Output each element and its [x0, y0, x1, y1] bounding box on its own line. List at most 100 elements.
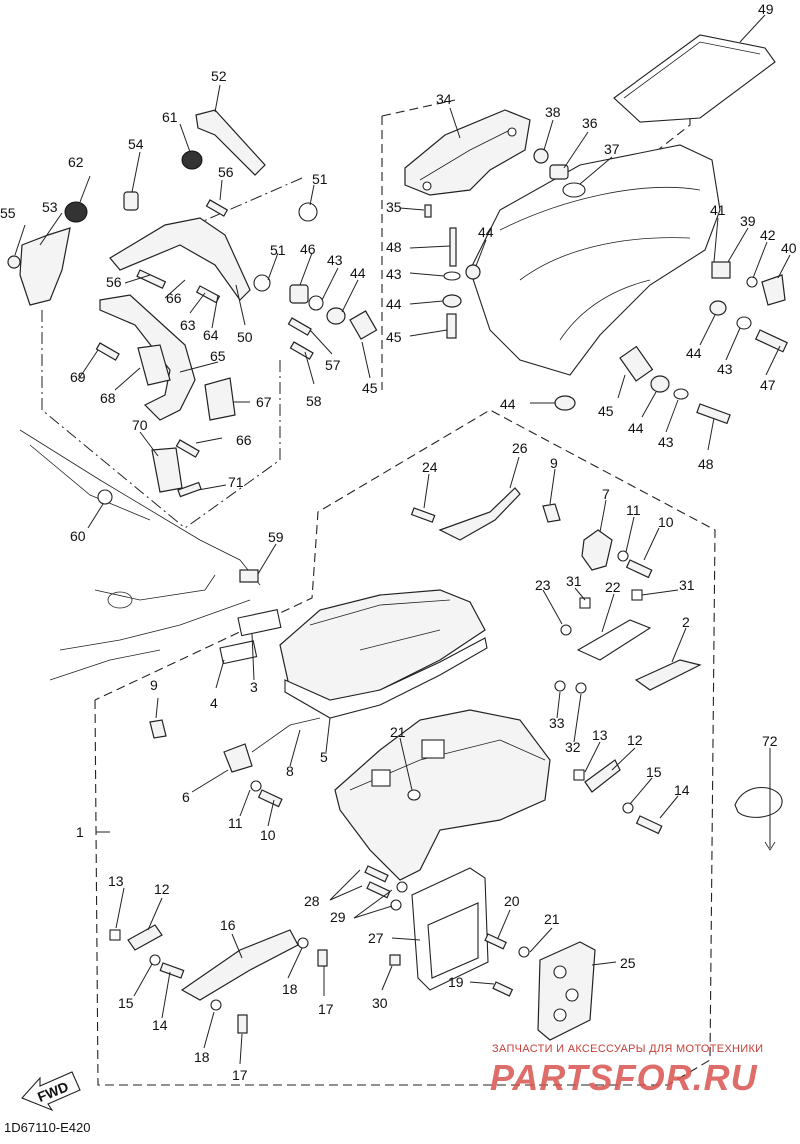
callout-18a: 18: [282, 981, 298, 997]
callout-66b: 66: [236, 432, 252, 448]
callout-64: 64: [203, 327, 219, 343]
callout-16: 16: [220, 917, 236, 933]
callout-32: 32: [565, 739, 581, 755]
mounting-hardware-right: [424, 148, 788, 425]
callout-45a: 45: [386, 329, 402, 345]
callout-45b: 45: [362, 380, 378, 396]
callout-11a: 11: [626, 502, 641, 518]
callout-71: 71: [228, 474, 244, 490]
callout-57: 57: [325, 357, 341, 373]
watermark-logo: PARTSFOR.RU: [490, 1057, 758, 1098]
callout-43a: 43: [327, 252, 343, 268]
callout-14a: 14: [674, 782, 690, 798]
callout-34: 34: [436, 91, 452, 107]
callout-18b: 18: [194, 1049, 210, 1065]
callout-55: 55: [0, 205, 16, 221]
saddlebag-lid: [219, 589, 488, 719]
callout-53: 53: [42, 199, 58, 215]
callout-44a: 44: [478, 224, 494, 240]
callout-46: 46: [300, 241, 316, 257]
callout-52: 52: [211, 68, 227, 84]
callout-69: 69: [70, 369, 86, 385]
part-49-pad: [613, 34, 776, 123]
left-mounting-brackets: [7, 109, 378, 498]
diagram-code: 1D67110-E420: [4, 1120, 91, 1135]
callout-51b: 51: [270, 242, 286, 258]
callout-44b: 44: [350, 265, 366, 281]
callout-12a: 12: [627, 732, 643, 748]
callout-58: 58: [306, 393, 322, 409]
callout-65: 65: [210, 348, 226, 364]
fwd-arrow: FWD: [21, 1071, 81, 1112]
callout-14b: 14: [152, 1017, 168, 1033]
callout-44f: 44: [628, 420, 644, 436]
callout-66a: 66: [166, 290, 182, 306]
callout-3: 3: [250, 679, 258, 695]
callout-54: 54: [128, 136, 144, 152]
callout-36: 36: [582, 115, 598, 131]
callout-44d: 44: [686, 345, 702, 361]
callout-51a: 51: [312, 171, 328, 187]
callout-35: 35: [386, 199, 402, 215]
callout-31b: 31: [679, 577, 695, 593]
callout-28: 28: [304, 893, 320, 909]
callout-39: 39: [740, 213, 756, 229]
callout-17b: 17: [232, 1067, 248, 1083]
callout-37: 37: [604, 141, 620, 157]
callout-43d: 43: [658, 434, 674, 450]
frame-phantom-outline: [19, 429, 261, 681]
callout-38: 38: [545, 104, 561, 120]
latch-hardware: [109, 487, 702, 1034]
callout-59: 59: [268, 529, 284, 545]
callout-12b: 12: [154, 881, 170, 897]
callout-5: 5: [320, 749, 328, 765]
callout-19: 19: [448, 974, 464, 990]
callout-48b: 48: [698, 456, 714, 472]
callout-33: 33: [549, 715, 565, 731]
callout-47: 47: [760, 377, 776, 393]
callout-21a: 21: [390, 724, 406, 740]
callout-68: 68: [100, 390, 116, 406]
callout-8: 8: [286, 763, 294, 779]
callout-50: 50: [237, 329, 253, 345]
watermark-subtitle: ЗАПЧАСТИ И АКСЕССУАРЫ ДЛЯ МОТОТЕХНИКИ: [492, 1043, 764, 1055]
callout-9a: 9: [550, 455, 558, 471]
callout-6: 6: [182, 789, 190, 805]
callout-60: 60: [70, 528, 86, 544]
callout-22: 22: [605, 579, 621, 595]
callout-13a: 13: [592, 727, 608, 743]
inner-panel-assembly: [364, 865, 596, 1041]
saddlebag-body-outline: [469, 144, 721, 376]
callout-56b: 56: [106, 274, 122, 290]
callout-70: 70: [132, 417, 148, 433]
callout-1: 1: [76, 824, 84, 840]
part-34-bracket: [404, 109, 531, 196]
callout-4: 4: [210, 695, 218, 711]
callout-45c: 45: [598, 403, 614, 419]
callout-labels: 49 52 34 61 38 36 54 37 62 56 51 55 53 3…: [0, 1, 797, 1083]
callout-23: 23: [535, 577, 551, 593]
callout-49: 49: [758, 1, 774, 17]
saddlebag-case: [334, 709, 551, 881]
callout-62: 62: [68, 154, 84, 170]
callout-42: 42: [760, 227, 776, 243]
callout-43b: 43: [386, 266, 402, 282]
callout-13b: 13: [108, 873, 124, 889]
callout-43c: 43: [717, 361, 733, 377]
callout-11b: 11: [228, 815, 243, 831]
callout-30: 30: [372, 995, 388, 1011]
callout-72: 72: [762, 733, 778, 749]
callout-48a: 48: [386, 239, 402, 255]
callout-56a: 56: [218, 164, 234, 180]
callout-44c: 44: [386, 296, 402, 312]
callout-27: 27: [368, 930, 384, 946]
callout-26: 26: [512, 440, 528, 456]
callout-20: 20: [504, 893, 520, 909]
callout-67: 67: [256, 394, 272, 410]
callout-7: 7: [602, 486, 610, 502]
part-72-cable: [734, 760, 783, 851]
callout-44e: 44: [500, 396, 516, 412]
callout-10a: 10: [658, 514, 674, 530]
